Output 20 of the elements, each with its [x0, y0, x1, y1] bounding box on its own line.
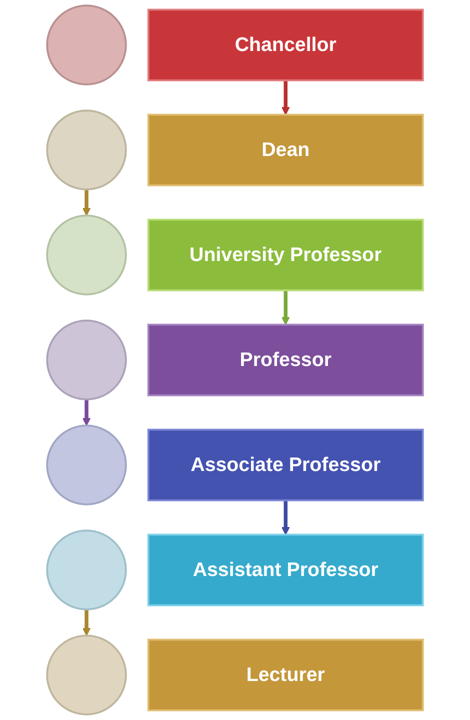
- node-circle: [46, 214, 127, 296]
- node-circle: [46, 634, 127, 716]
- node-box: Chancellor: [147, 8, 424, 82]
- node-circle: [46, 320, 127, 400]
- arrow: [82, 189, 91, 216]
- arrow: [82, 399, 91, 426]
- node-box: Associate Professor: [147, 428, 424, 502]
- node-box: Professor: [147, 324, 424, 396]
- arrow: [282, 500, 290, 536]
- node-circle: [46, 424, 127, 506]
- arrow: [282, 290, 290, 326]
- node-box: Assistant Professor: [147, 534, 424, 606]
- node-box: Dean: [147, 114, 424, 186]
- node-box: University Professor: [147, 218, 424, 292]
- node-circle: [46, 530, 127, 610]
- arrow: [82, 609, 91, 636]
- node-circle: [46, 4, 127, 86]
- node-box: Lecturer: [147, 638, 424, 712]
- node-circle: [46, 110, 127, 190]
- arrow: [282, 80, 290, 116]
